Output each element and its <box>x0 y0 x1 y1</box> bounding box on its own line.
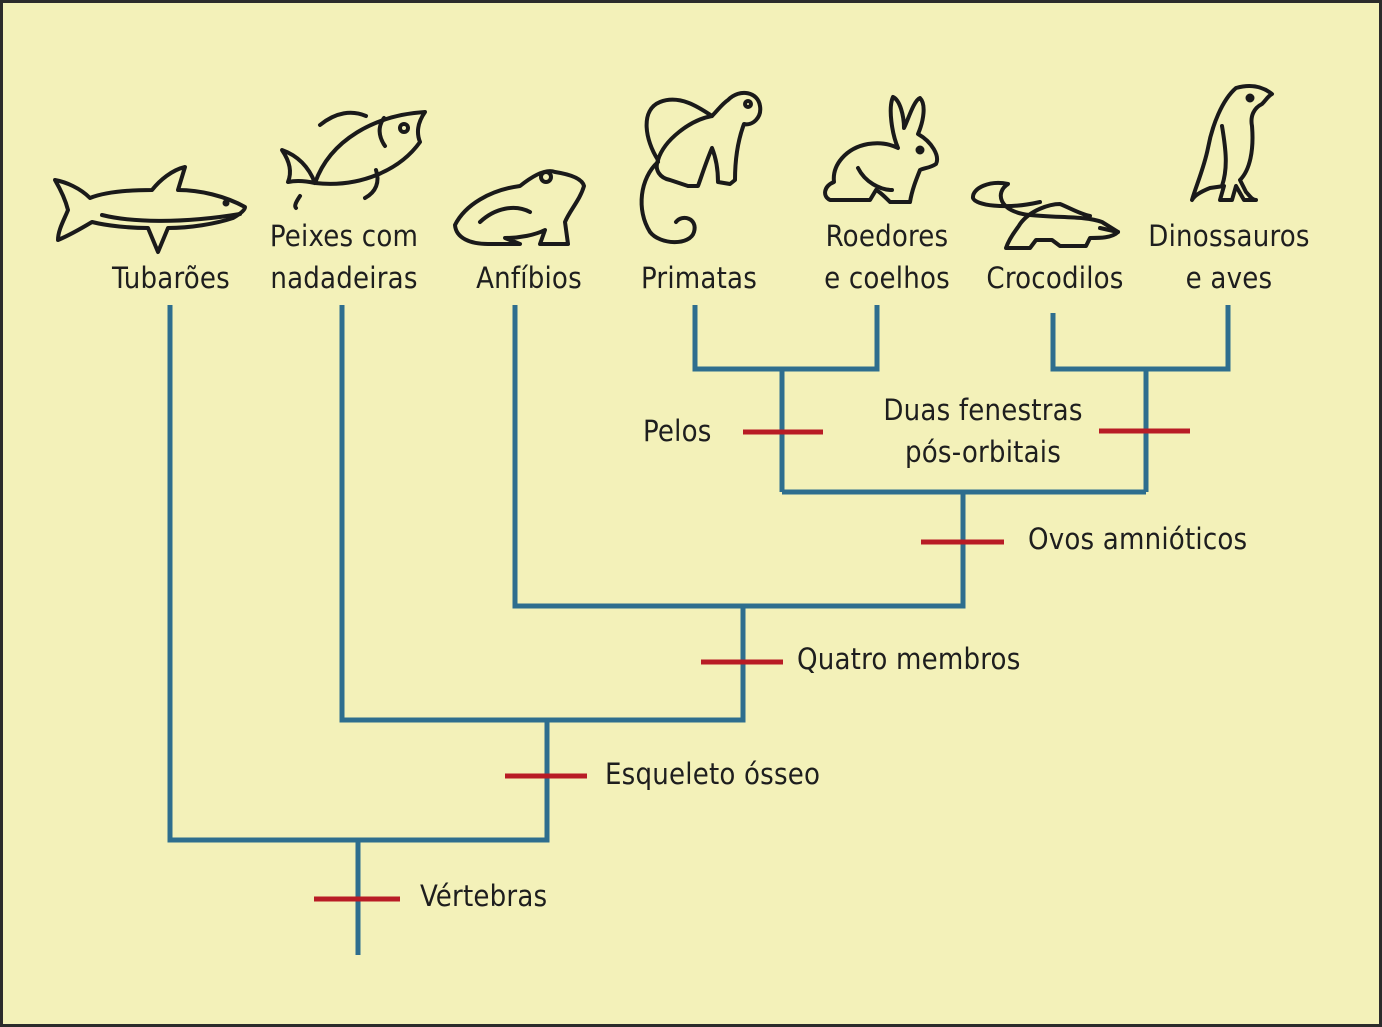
taxon-label-anfibios: Anfíbios <box>476 261 582 295</box>
taxon-label-tubaroes: Tubarões <box>112 261 230 295</box>
branch-osteichthyes <box>339 305 746 723</box>
trait-label-fenestras: Duas fenestras pós-orbitais <box>883 393 1083 469</box>
frog-icon <box>453 169 586 246</box>
monkey-icon <box>639 90 763 245</box>
trait-marks <box>314 428 1190 902</box>
branch-vertebrates <box>167 305 550 843</box>
trait-label-esqueleto: Esqueleto ósseo <box>605 757 821 791</box>
taxon-label-primatas: Primatas <box>641 261 757 295</box>
trait-label-membros: Quatro membros <box>797 642 1021 676</box>
taxon-label-dinossauros: Dinossauros e aves <box>1148 219 1310 295</box>
taxon-label-roedores: Roedores e coelhos <box>824 219 950 295</box>
taxon-label-crocodilos: Crocodilos <box>986 261 1124 295</box>
trait-label-pelos: Pelos <box>643 414 712 448</box>
fish-icon <box>280 110 427 210</box>
eagle-icon <box>1190 84 1274 202</box>
trait-label-ovos: Ovos amnióticos <box>1028 522 1248 556</box>
taxon-label-peixes: Peixes com nadadeiras <box>269 219 419 295</box>
crocodile-icon <box>971 181 1120 250</box>
branches <box>167 305 1231 955</box>
trait-label-vertebras: Vértebras <box>420 879 548 913</box>
shark-icon <box>53 165 247 254</box>
rabbit-icon <box>823 95 939 204</box>
branch-mammals <box>692 305 880 492</box>
branch-tetrapods <box>512 305 966 609</box>
